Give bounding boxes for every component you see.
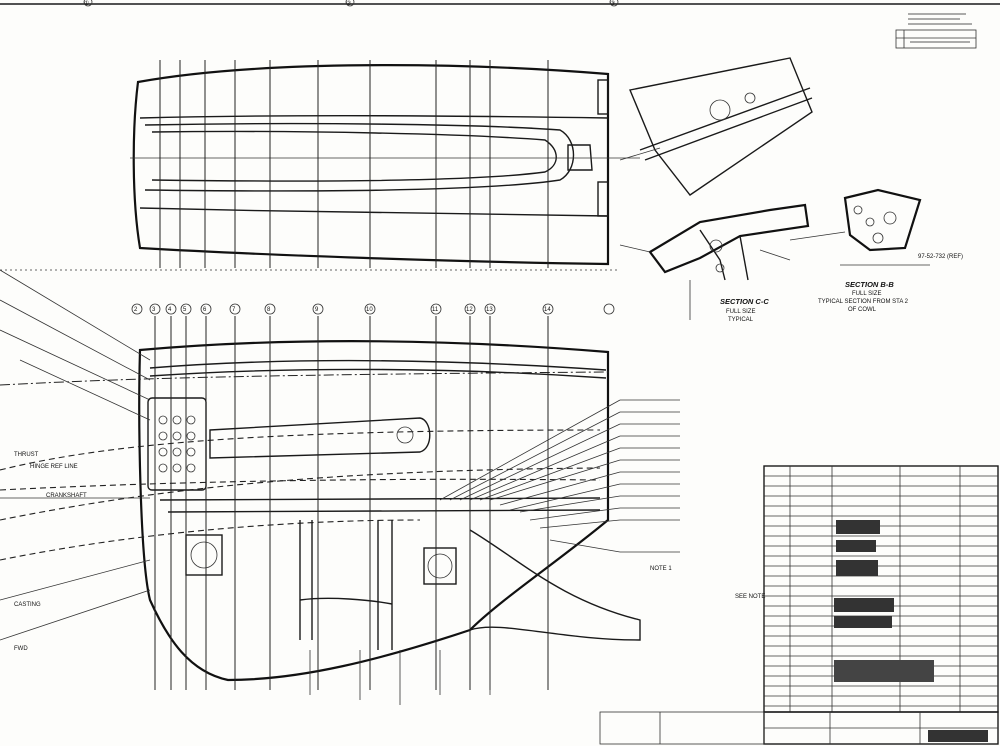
station-label: 7 [232,307,236,313]
fwd-label: FWD [14,646,28,652]
station-label: 4 [168,307,172,313]
station-label: 5 [183,307,187,313]
thrust-line-label: THRUST [14,452,39,458]
crankshaft-label: CRANKSHAFT [46,493,87,499]
station-label: 13 [486,307,493,313]
revision-block [895,13,977,49]
top-view-cowl [0,60,640,271]
section-bb-note1: TYPICAL SECTION FROM STA 2 [818,299,909,305]
station-label: 8 [267,307,271,313]
frame-stations: 2 3 4 5 6 7 8 9 10 11 12 13 14 [131,303,615,315]
title-block [599,711,999,745]
station-label: 14 [544,307,551,313]
top-border: ① ② ③ [0,0,1000,7]
section-bb-title: SECTION B-B [845,280,894,289]
section-cc-note: TYPICAL [728,317,754,323]
section-cc-detail: SECTION C-C FULL SIZE TYPICAL [619,203,810,323]
zone-marker-2: ② [346,0,352,7]
hinge-ref-line-label: HINGE REF LINE [30,464,78,470]
casting-label: CASTING [14,602,41,608]
station-label: 11 [432,307,439,313]
zone-marker-1: ① [84,0,89,7]
section-aa-detail [619,57,813,196]
section-bb-scale: FULL SIZE [852,291,881,297]
zone-marker-3: ③ [610,0,615,7]
section-cc-scale: FULL SIZE [726,309,755,315]
section-bb-note2: OF COWL [848,307,877,313]
section-bb-callout: 97-52-732 (REF) [918,254,963,260]
see-note-label: SEE NOTE [735,594,765,600]
section-bb-detail: SECTION B-B FULL SIZE TYPICAL SECTION FR… [789,188,963,313]
station-label: 2 [134,307,138,313]
station-label: 12 [466,307,473,313]
station-label: 10 [366,307,373,313]
section-cc-title: SECTION C-C [720,297,769,306]
note-heading: NOTE 1 [650,566,672,572]
station-label: 3 [152,307,156,313]
station-label: 6 [203,307,207,313]
parts-list-table [763,465,999,713]
station-label: 9 [315,307,319,313]
side-view-cowl [0,269,680,705]
